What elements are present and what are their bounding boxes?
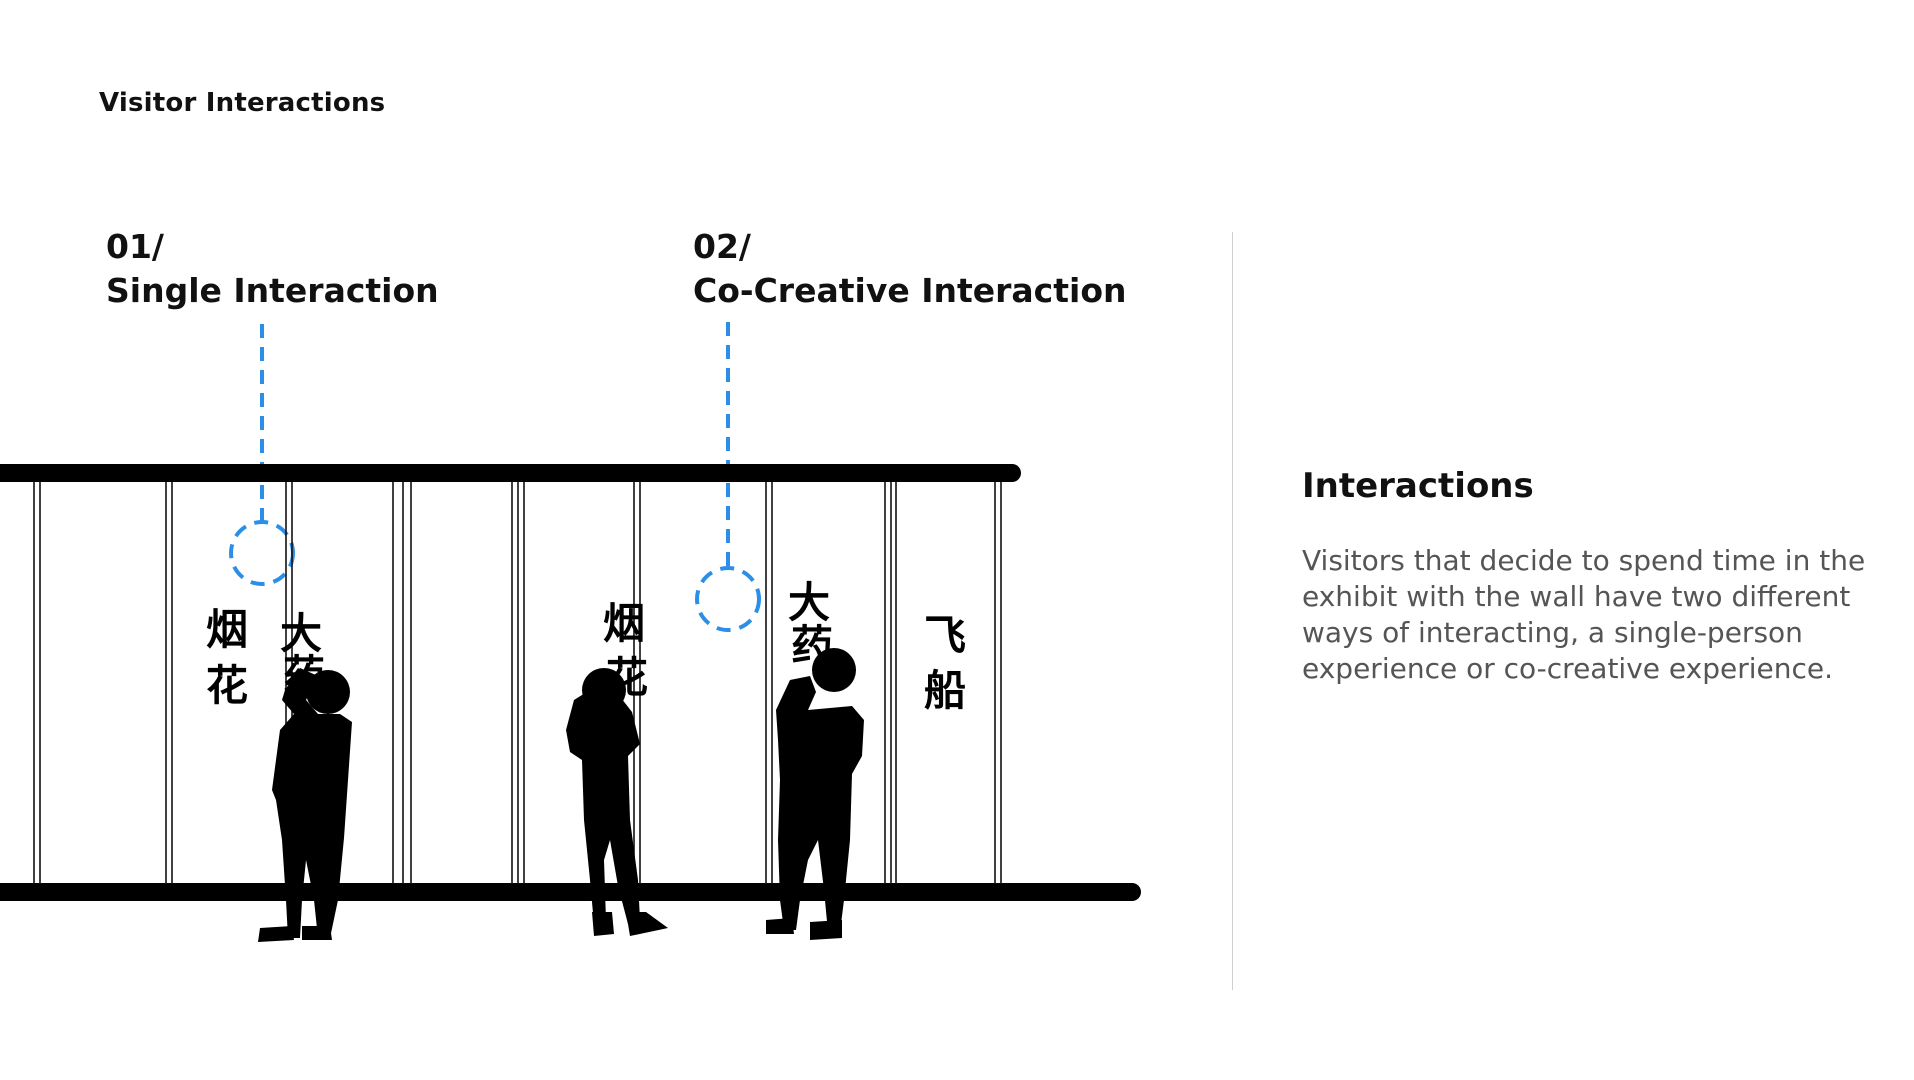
callout-circle-single	[229, 520, 295, 586]
visitor-shoe	[810, 920, 842, 940]
callout-circle-co-creative	[695, 566, 761, 632]
visitor-head	[306, 670, 350, 714]
visitor-body	[566, 690, 640, 924]
visitor-head	[812, 648, 856, 692]
visitor-shoe	[258, 926, 294, 942]
visitor-shoe	[626, 912, 668, 936]
panel-description: Visitors that decide to spend time in th…	[1302, 544, 1866, 685]
mode-name: Single Interaction	[106, 271, 439, 310]
panel-title: Interactions	[1302, 466, 1534, 506]
wall-character: 大	[280, 609, 322, 658]
wall-character: 大	[788, 578, 830, 627]
wall-strings	[33, 482, 1002, 884]
visitor-shoe	[302, 926, 332, 940]
visitor-silhouette-single	[258, 668, 352, 942]
wall-character: 烟	[603, 599, 645, 648]
wall-character: 飞	[924, 611, 966, 660]
visitor-shoe	[766, 918, 794, 934]
mode-number: 01/	[106, 227, 164, 266]
mode-number: 02/	[693, 227, 751, 266]
wall-character: 烟	[206, 605, 248, 654]
mode-label-single: 01/ Single Interaction	[106, 225, 439, 313]
mode-label-co-creative: 02/ Co-Creative Interaction	[693, 225, 1126, 313]
page-title: Visitor Interactions	[99, 88, 386, 118]
wall-character: 船	[924, 666, 966, 715]
visitor-body	[272, 668, 352, 938]
visitor-silhouette-right	[766, 648, 864, 940]
visitor-shoe	[592, 912, 614, 936]
mode-name: Co-Creative Interaction	[693, 271, 1127, 310]
wall-characters: 烟 花 大 药 烟 花 大 药 飞 船	[206, 578, 966, 715]
visitor-body	[776, 676, 864, 932]
section-divider	[1232, 232, 1233, 990]
wall-character: 花	[206, 661, 248, 710]
visitor-silhouette-left	[566, 668, 668, 936]
